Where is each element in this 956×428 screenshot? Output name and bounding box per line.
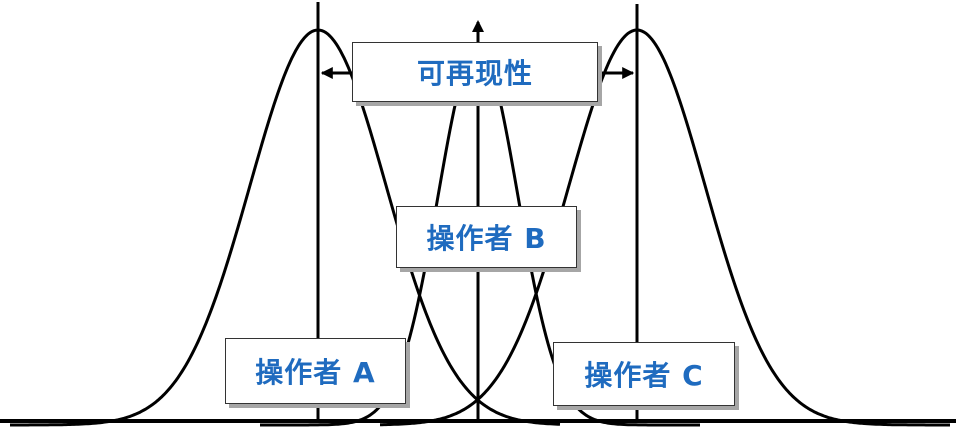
operator-c-label: 操作者 C [553, 342, 735, 406]
operator-a-label-text: 操作者 A [255, 356, 376, 389]
operator-b-line-arrow-tip [472, 20, 484, 32]
reproducibility-label: 可再现性 [352, 42, 598, 102]
operator-b-label: 操作者 B [396, 206, 577, 268]
operator-a-label: 操作者 A [225, 338, 406, 404]
operator-c-label-text: 操作者 C [584, 359, 704, 392]
operator-b-label-text: 操作者 B [426, 222, 547, 255]
reproducibility-label-text: 可再现性 [416, 57, 533, 90]
